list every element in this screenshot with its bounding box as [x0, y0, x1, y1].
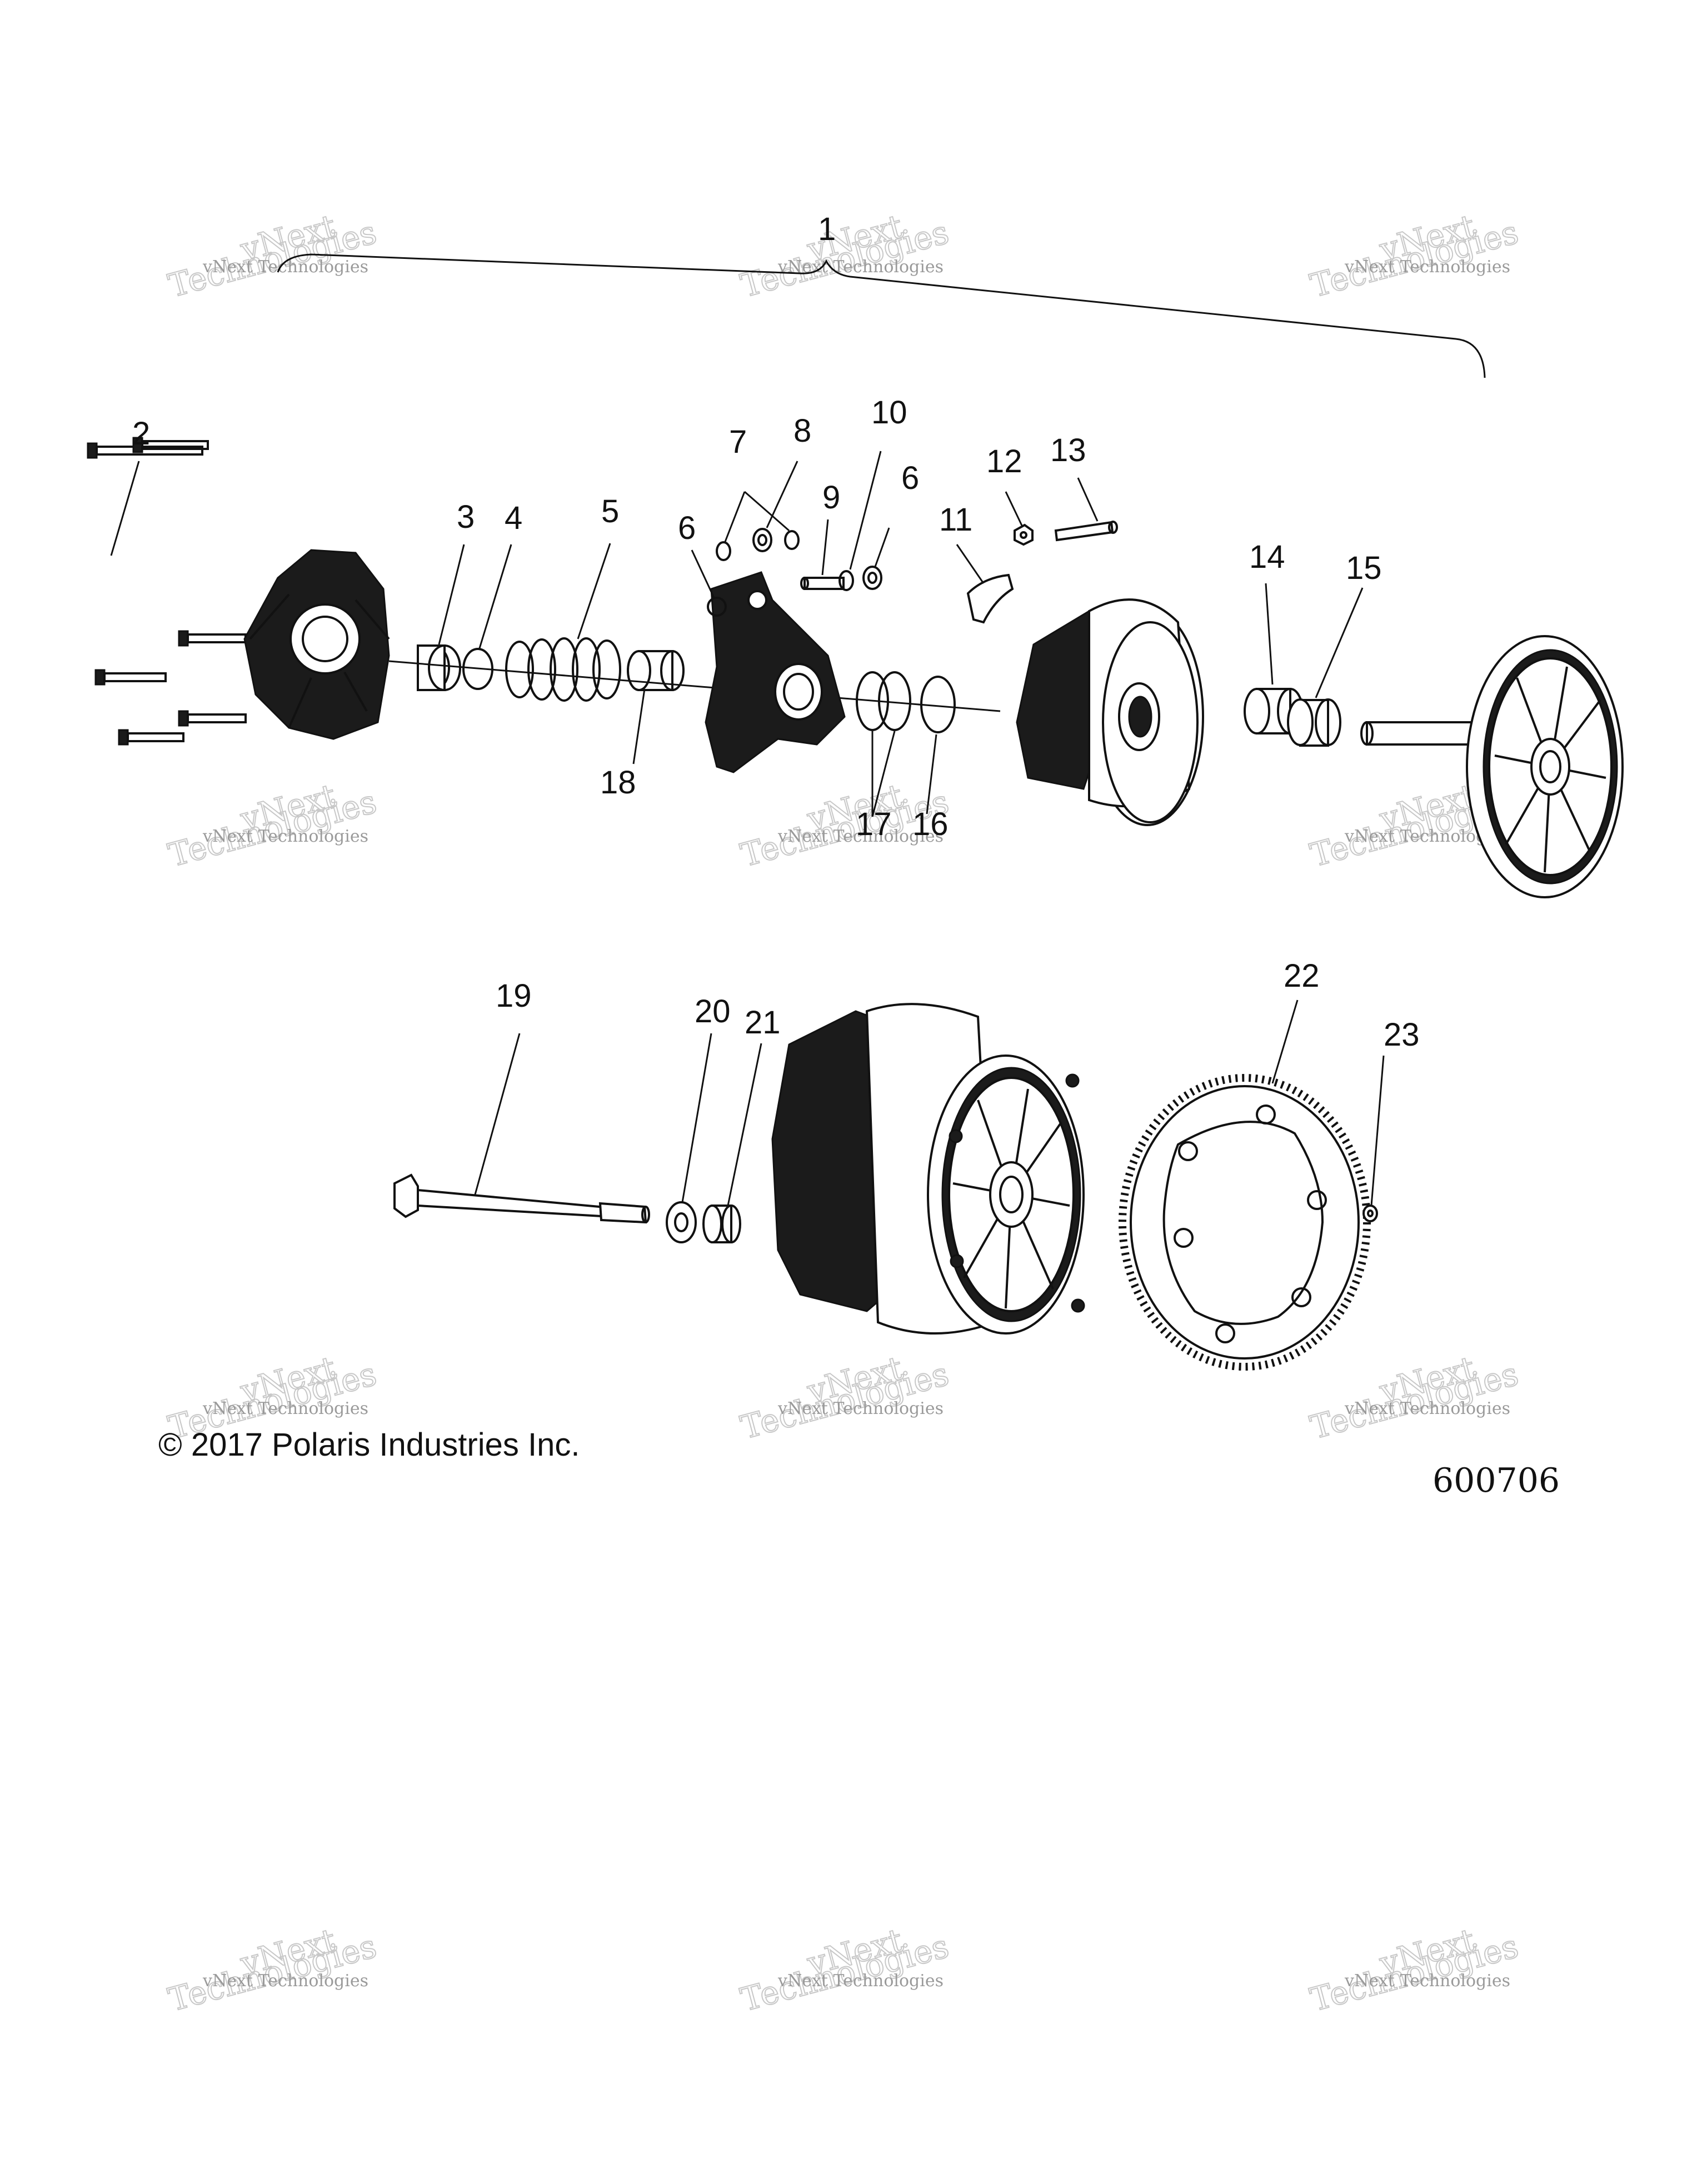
- part-6-roller-left: [707, 597, 727, 617]
- callout-13: 13: [1050, 432, 1086, 468]
- watermark-top-center: Technologies vNext vNext Technologies: [736, 207, 953, 306]
- callout-5: 5: [601, 493, 619, 529]
- svg-text:vNext Technologies: vNext Technologies: [777, 1971, 944, 1991]
- svg-text:vNext Technologies: vNext Technologies: [202, 827, 368, 846]
- part-9-pin: [800, 577, 845, 590]
- watermark-bottom-right: Technologies vNext vNext Technologies: [1306, 1921, 1523, 2020]
- part-15-bushing: [1287, 698, 1341, 747]
- svg-text:vNext Technologies: vNext Technologies: [777, 1399, 944, 1418]
- callout-14: 14: [1249, 539, 1285, 575]
- svg-text:vNext Technologies: vNext Technologies: [202, 1399, 368, 1418]
- callout-6: 6: [678, 510, 696, 546]
- callout-labels: 1 2 3 4 5 6 6 7 8 9 10 11 12 13 14 15 16…: [132, 211, 1420, 1053]
- callout-11: 11: [939, 502, 972, 538]
- part-2-bolts: [87, 437, 247, 746]
- assembly-bracket: [277, 253, 1486, 378]
- part-22-ring-gear: [1119, 1074, 1371, 1371]
- watermark-low-right: Technologies vNext vNext Technologies: [1306, 1348, 1523, 1447]
- part-11-weight: [966, 573, 1014, 624]
- callout-21: 21: [745, 1004, 781, 1041]
- part-8-roller: [752, 528, 772, 552]
- part-16-ring: [920, 676, 956, 733]
- svg-text:vNext Technologies: vNext Technologies: [1344, 1971, 1510, 1991]
- part-21-bushing: [702, 1205, 741, 1243]
- callout-2: 2: [132, 416, 150, 452]
- callout-15: 15: [1346, 550, 1382, 586]
- part-6-roller-right: [862, 566, 882, 590]
- figure-number: 600706: [1433, 1461, 1560, 1500]
- part-7-washer-a: [716, 541, 731, 561]
- watermark-top-right: Technologies vNext vNext Technologies: [1306, 207, 1523, 306]
- callout-6-right: 6: [901, 460, 919, 496]
- watermark-mid-left: Technologies vNext vNext Technologies: [164, 776, 381, 875]
- callout-16: 16: [912, 806, 949, 842]
- callout-4: 4: [505, 500, 522, 536]
- svg-text:vNext Technologies: vNext Technologies: [1344, 257, 1510, 277]
- part-17-ring-a: [856, 671, 889, 731]
- part-13-pin: [1054, 521, 1118, 542]
- part-5-spring: [505, 637, 621, 702]
- part-stationary-sheave: [1360, 635, 1624, 898]
- part-7-washer-b: [784, 530, 800, 550]
- callout-17: 17: [856, 806, 892, 842]
- part-12-nut: [1014, 523, 1034, 546]
- axis-line: [388, 660, 1001, 712]
- watermark-low-center: Technologies vNext vNext Technologies: [736, 1348, 953, 1447]
- watermark-bottom-center: Technologies vNext vNext Technologies: [736, 1921, 953, 2020]
- part-assembled-clutch: [771, 1003, 1085, 1335]
- part-moveable-sheave: [1016, 598, 1204, 826]
- leader-lines: [110, 451, 1385, 1206]
- callout-20: 20: [695, 993, 731, 1029]
- callout-7: 7: [729, 424, 747, 460]
- part-spider: [705, 571, 846, 773]
- watermark-bottom-left: Technologies vNext vNext Technologies: [164, 1921, 381, 2020]
- part-10-washer: [838, 570, 854, 591]
- svg-text:vNext Technologies: vNext Technologies: [777, 827, 944, 846]
- svg-text:vNext Technologies: vNext Technologies: [1344, 1399, 1510, 1418]
- part-19-bolt: [393, 1173, 650, 1224]
- callout-12: 12: [986, 443, 1022, 479]
- callout-19: 19: [496, 978, 532, 1014]
- part-14-bushing: [1244, 688, 1304, 734]
- part-20-washer: [666, 1201, 697, 1243]
- svg-text:vNext Technologies: vNext Technologies: [202, 257, 368, 277]
- part-cover-plate: [243, 549, 390, 740]
- part-17-ring-b: [878, 671, 911, 731]
- svg-text:vNext Technologies: vNext Technologies: [202, 1971, 368, 1991]
- copyright-notice: © 2017 Polaris Industries Inc.: [158, 1427, 580, 1463]
- callout-23: 23: [1384, 1017, 1420, 1053]
- callout-9: 9: [822, 479, 840, 516]
- callout-3: 3: [457, 499, 475, 535]
- part-3-bushing: [417, 644, 461, 691]
- callout-8: 8: [793, 413, 811, 449]
- callout-18: 18: [600, 764, 636, 801]
- callout-10: 10: [871, 394, 907, 431]
- part-23-screw: [1362, 1205, 1378, 1222]
- callout-22: 22: [1284, 958, 1320, 994]
- callout-1: 1: [818, 211, 836, 247]
